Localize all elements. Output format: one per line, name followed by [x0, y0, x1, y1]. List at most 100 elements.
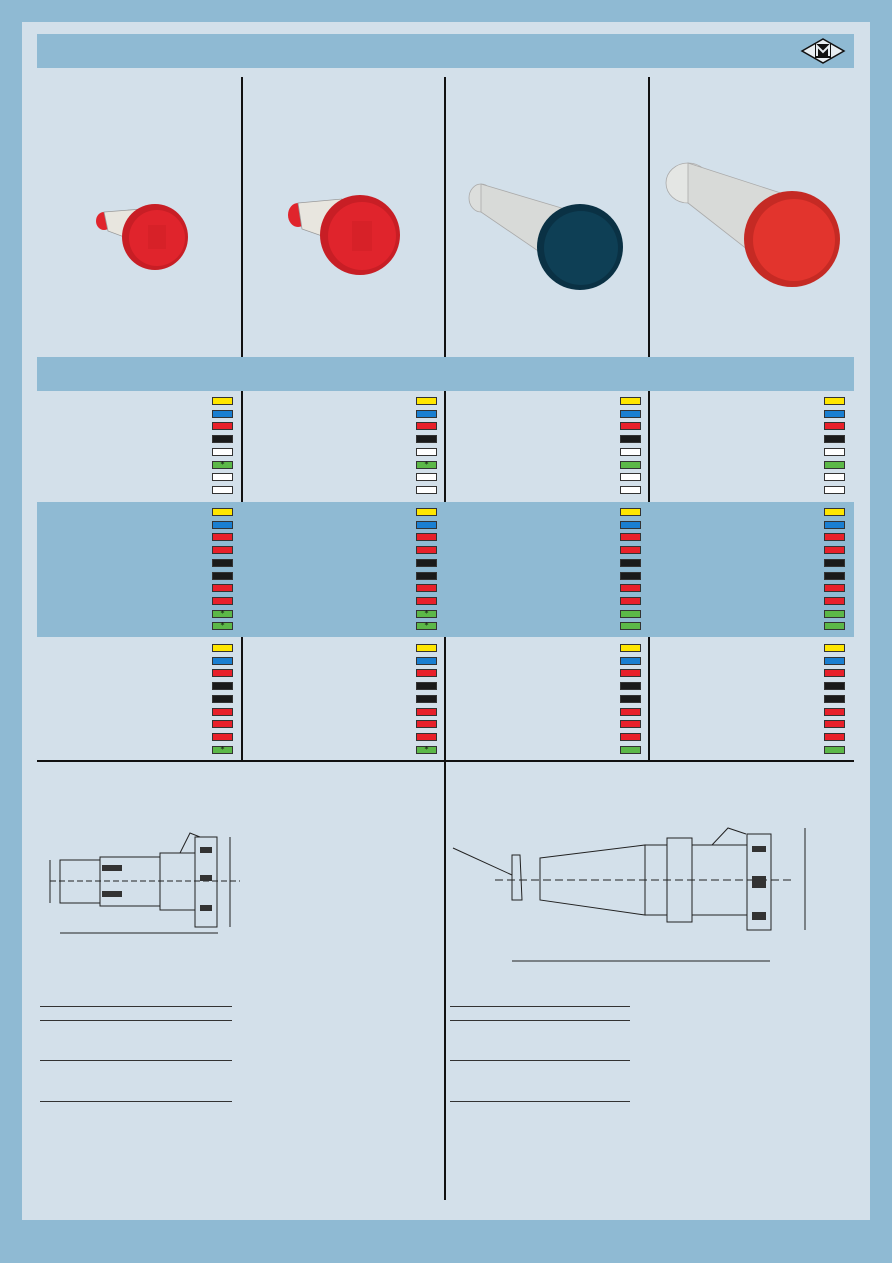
group-1-swatch-blue [416, 409, 437, 418]
group-3-swatch-red [620, 669, 641, 678]
group-1-swatch-green [620, 460, 641, 469]
group-3-swatch-yellow [212, 644, 233, 652]
table-rule-right-2 [450, 1020, 630, 1021]
column-divider-3 [648, 77, 650, 761]
group-2-swatch-green: * [212, 609, 233, 618]
group-2-swatch-green [824, 622, 845, 631]
group-3-swatch-red [416, 669, 437, 678]
group-2-swatch-black [416, 571, 437, 580]
column-divider-1 [241, 77, 243, 761]
group-1-swatch-white [212, 447, 233, 456]
group-2-swatch-green [620, 609, 641, 618]
group-3-swatch-red [212, 707, 233, 716]
group-2-swatch-black [620, 571, 641, 580]
group-1-swatch-white [824, 473, 845, 482]
group-2-swatch-black [416, 558, 437, 567]
group-1-swatch-yellow [824, 397, 845, 405]
group-3-swatch-black [416, 682, 437, 691]
group-2-swatch-red [620, 546, 641, 555]
group-1-swatch-blue [212, 409, 233, 418]
group-2-swatch-yellow [824, 508, 845, 516]
group-3-swatch-red [620, 732, 641, 741]
group-2-swatch-green: * [212, 622, 233, 631]
group-3-swatch-black [416, 694, 437, 703]
group-2-swatch-red [212, 533, 233, 542]
table-rule-right-3 [450, 1060, 630, 1061]
table-rule-right-1 [450, 1006, 630, 1007]
group-1-swatch-red [620, 422, 641, 431]
group-3-swatch-red [824, 720, 845, 729]
group-2-swatch-black [212, 571, 233, 580]
group-2-swatch-red [416, 584, 437, 593]
group-3-swatch-red [212, 720, 233, 729]
group-3-swatch-red [416, 720, 437, 729]
group-1-swatch-blue [824, 409, 845, 418]
group-1-swatch-white [620, 485, 641, 494]
group-1-swatch-red [212, 422, 233, 431]
table-rule-left-2 [40, 1020, 232, 1021]
group-3-swatch-yellow [416, 644, 437, 652]
group-2-swatch-blue [824, 520, 845, 529]
group-3-swatch-green: * [416, 745, 437, 754]
group-1-swatch-white [416, 485, 437, 494]
group-1-swatch-black [620, 435, 641, 444]
group-1-swatch-white [416, 447, 437, 456]
dimension-drawing-right [452, 827, 806, 962]
group-3-swatch-red [212, 669, 233, 678]
group-3-swatch-black [824, 682, 845, 691]
group-3-swatch-green [620, 745, 641, 754]
group-1-swatch-white [824, 447, 845, 456]
group-1-swatch-yellow [620, 397, 641, 405]
group-1-swatch-blue [620, 409, 641, 418]
brand-diamond-logo-icon [800, 38, 846, 64]
group-1-swatch-white [620, 447, 641, 456]
group-2-swatch-red [620, 596, 641, 605]
group-3-swatch-green: * [212, 745, 233, 754]
group-2-swatch-red [416, 546, 437, 555]
group-2-swatch-green: * [416, 622, 437, 631]
group-2-swatch-red [824, 546, 845, 555]
group-1-swatch-green: * [212, 460, 233, 469]
group-2-swatch-green: * [416, 609, 437, 618]
group-2-swatch-red [620, 533, 641, 542]
column-divider-2 [444, 77, 446, 1200]
group-2-swatch-red [416, 533, 437, 542]
table-rule-left-4 [40, 1101, 232, 1102]
group-3-swatch-blue [620, 656, 641, 665]
group-3-swatch-black [212, 682, 233, 691]
group-3-swatch-yellow [824, 644, 845, 652]
group-2-swatch-blue [212, 520, 233, 529]
group-3-swatch-yellow [620, 644, 641, 652]
group-3-swatch-black [824, 694, 845, 703]
group-2-swatch-red [212, 596, 233, 605]
group-3-swatch-black [212, 694, 233, 703]
group-3-swatch-red [824, 732, 845, 741]
group-2-swatch-blue [620, 520, 641, 529]
group-1-swatch-black [212, 435, 233, 444]
group-1-swatch-black [824, 435, 845, 444]
group-2-swatch-yellow [212, 508, 233, 516]
product-photo-3 [468, 183, 623, 290]
table-rule-left-1 [40, 1006, 232, 1007]
group-2-swatch-red [620, 584, 641, 593]
group-1-swatch-white [824, 485, 845, 494]
group-2-swatch-red [824, 533, 845, 542]
group-1-swatch-red [824, 422, 845, 431]
group-1-swatch-red [416, 422, 437, 431]
group-2-swatch-black [824, 571, 845, 580]
table-rule-right-4 [450, 1101, 630, 1102]
group-2-swatch-black [824, 558, 845, 567]
group-1-swatch-green [824, 460, 845, 469]
group-2-swatch-black [620, 558, 641, 567]
group-2-swatch-red [416, 596, 437, 605]
group-2-swatch-red [824, 596, 845, 605]
group-3-swatch-blue [212, 656, 233, 665]
group-1-swatch-black [416, 435, 437, 444]
group-2-swatch-yellow [416, 508, 437, 516]
group-2-swatch-green [620, 622, 641, 631]
group-2-swatch-red [212, 546, 233, 555]
group-3-swatch-red [416, 707, 437, 716]
group-3-swatch-red [620, 720, 641, 729]
group-1-swatch-yellow [212, 397, 233, 405]
group-2-swatch-green [824, 609, 845, 618]
